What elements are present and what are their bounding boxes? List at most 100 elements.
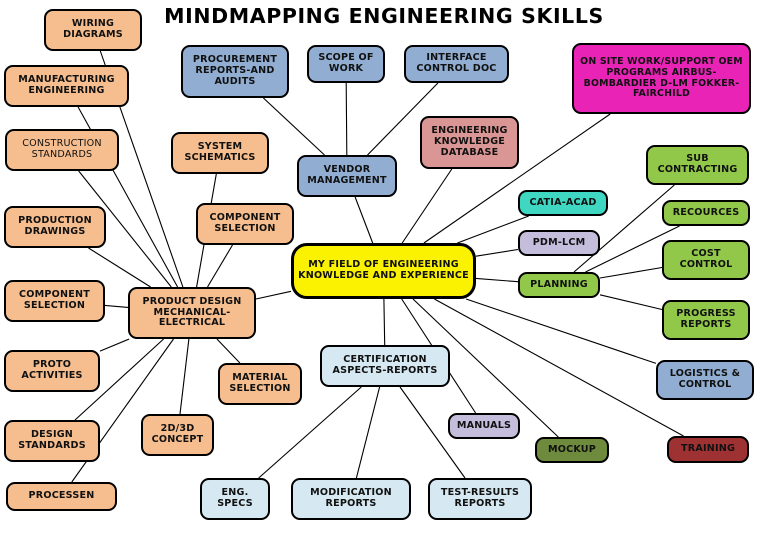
edge-component-selection-mid-to-product-design xyxy=(207,244,233,288)
node-procurement-reports-and-audits[interactable]: PROCUREMENT REPORTS-AND AUDITS xyxy=(181,45,289,98)
node-scope-of-work[interactable]: SCOPE OF WORK xyxy=(307,45,385,83)
node-label: CONSTRUCTION STANDARDS xyxy=(22,138,102,160)
edge-vendor-management-to-center xyxy=(354,196,374,244)
node-label: SYSTEM SCHEMATICS xyxy=(184,141,256,163)
edge-product-design-to-center xyxy=(255,290,292,300)
node-engineering-knowledge-database[interactable]: ENGINEERING KNOWLEDGE DATABASE xyxy=(420,116,519,169)
edge-2d-3d-concept-to-product-design xyxy=(179,338,190,415)
node-planning[interactable]: PLANNING xyxy=(518,272,600,298)
node-manufacturing-engineering[interactable]: MANUFACTURING ENGINEERING xyxy=(4,65,129,107)
edge-test-results-reports-to-certification-aspects-reports xyxy=(399,386,466,479)
node-logistics-control[interactable]: LOGISTICS & CONTROL xyxy=(656,360,754,400)
node-vendor-management[interactable]: VENDOR MANAGEMENT xyxy=(297,155,397,197)
node-label: MANUALS xyxy=(456,419,512,431)
node-label: ENG. SPECS xyxy=(217,487,253,509)
edge-cost-control-to-planning xyxy=(599,266,663,279)
node-label: PRODUCT DESIGN MECHANICAL- ELECTRICAL xyxy=(142,295,242,329)
node-label: INTERFACE CONTROL DOC xyxy=(416,52,497,74)
node-mockup[interactable]: MOCKUP xyxy=(535,437,609,463)
node-label: CATIA-ACAD xyxy=(529,196,597,208)
node-label: COMPONENT SELECTION xyxy=(209,212,281,234)
edge-certification-aspects-reports-to-center xyxy=(383,298,386,346)
node-label: LOGISTICS & CONTROL xyxy=(669,368,741,390)
node-training[interactable]: TRAINING xyxy=(667,436,749,463)
page-title: MINDMAPPING ENGINEERING SKILLS xyxy=(164,4,604,28)
node-wiring-diagrams[interactable]: WIRING DIAGRAMS xyxy=(44,9,142,51)
node-label: MODIFICATION REPORTS xyxy=(310,487,392,509)
node-component-selection-mid[interactable]: COMPONENT SELECTION xyxy=(196,203,294,245)
node-test-results-reports[interactable]: TEST-RESULTS REPORTS xyxy=(428,478,532,520)
node-label: PROTO ACTIVITIES xyxy=(21,359,83,381)
node-label: SCOPE OF WORK xyxy=(318,52,374,74)
node-2d-3d-concept[interactable]: 2D/3D CONCEPT xyxy=(141,414,214,456)
node-production-drawings[interactable]: PRODUCTION DRAWINGS xyxy=(4,206,106,248)
edge-proto-activities-to-product-design xyxy=(99,338,130,352)
edge-eng-specs-to-certification-aspects-reports xyxy=(258,386,362,479)
node-label: TEST-RESULTS REPORTS xyxy=(440,487,520,509)
edge-pdm-lcm-to-center xyxy=(475,248,519,257)
node-label: RECOURCES xyxy=(672,206,740,218)
node-label: ENGINEERING KNOWLEDGE DATABASE xyxy=(431,125,508,158)
node-label: VENDOR MANAGEMENT xyxy=(307,164,387,186)
node-label: COST CONTROL xyxy=(679,248,733,270)
node-interface-control-doc[interactable]: INTERFACE CONTROL DOC xyxy=(404,45,509,83)
edge-production-drawings-to-product-design xyxy=(88,247,151,288)
node-product-design[interactable]: PRODUCT DESIGN MECHANICAL- ELECTRICAL xyxy=(128,287,256,339)
edge-material-selection-to-product-design xyxy=(216,338,241,364)
node-cost-control[interactable]: COST CONTROL xyxy=(662,240,750,280)
node-progress-reports[interactable]: PROGRESS REPORTS xyxy=(662,300,750,340)
edge-modification-reports-to-certification-aspects-reports xyxy=(355,386,381,479)
node-label: MY FIELD OF ENGINEERING KNOWLEDGE AND EX… xyxy=(298,259,469,281)
node-sub-contracting[interactable]: SUB CONTRACTING xyxy=(646,145,749,185)
node-modification-reports[interactable]: MODIFICATION REPORTS xyxy=(291,478,411,520)
edge-progress-reports-to-planning xyxy=(599,294,663,311)
node-label: WIRING DIAGRAMS xyxy=(63,18,123,40)
node-label: TRAINING xyxy=(680,443,736,455)
node-processen[interactable]: PROCESSEN xyxy=(6,482,117,511)
node-label: PROCUREMENT REPORTS-AND AUDITS xyxy=(192,54,278,87)
node-component-selection-left[interactable]: COMPONENT SELECTION xyxy=(4,280,105,322)
node-design-standards[interactable]: DESIGN STANDARDS xyxy=(4,420,100,462)
node-material-selection[interactable]: MATERIAL SELECTION xyxy=(218,363,302,405)
edge-recources-to-planning xyxy=(585,225,680,273)
node-label: PRODUCTION DRAWINGS xyxy=(18,215,92,237)
edge-engineering-knowledge-database-to-center xyxy=(401,168,453,244)
node-label: DESIGN STANDARDS xyxy=(18,429,86,451)
edge-planning-to-center xyxy=(475,277,519,283)
node-recources[interactable]: RECOURCES xyxy=(662,200,750,226)
edge-on-site-work-support-to-center xyxy=(423,113,611,244)
node-construction-standards[interactable]: CONSTRUCTION STANDARDS xyxy=(5,129,119,171)
node-center[interactable]: MY FIELD OF ENGINEERING KNOWLEDGE AND EX… xyxy=(291,243,476,299)
node-manuals[interactable]: MANUALS xyxy=(448,413,520,439)
node-label: PLANNING xyxy=(530,278,588,290)
node-proto-activities[interactable]: PROTO ACTIVITIES xyxy=(4,350,100,392)
edge-catia-acad-to-center xyxy=(457,215,529,244)
node-label: CERTIFICATION ASPECTS-REPORTS xyxy=(332,354,438,376)
edge-training-to-center xyxy=(434,298,684,437)
node-catia-acad[interactable]: CATIA-ACAD xyxy=(518,190,608,216)
node-eng-specs[interactable]: ENG. SPECS xyxy=(200,478,270,520)
node-label: SUB CONTRACTING xyxy=(657,153,738,175)
node-label: PROGRESS REPORTS xyxy=(676,308,736,330)
edge-component-selection-left-to-product-design xyxy=(104,304,129,308)
node-system-schematics[interactable]: SYSTEM SCHEMATICS xyxy=(171,132,269,174)
node-label: MOCKUP xyxy=(547,443,597,455)
node-label: COMPONENT SELECTION xyxy=(19,289,90,311)
node-label: MANUFACTURING ENGINEERING xyxy=(18,74,115,96)
edge-scope-of-work-to-vendor-management xyxy=(345,82,348,156)
node-on-site-work-support[interactable]: ON SITE WORK/SUPPORT OEM PROGRAMS AIRBUS… xyxy=(572,43,751,114)
edge-construction-standards-to-product-design xyxy=(78,170,172,288)
node-label: MATERIAL SELECTION xyxy=(229,372,291,394)
edge-sub-contracting-to-planning xyxy=(573,184,675,273)
node-pdm-lcm[interactable]: PDM-LCM xyxy=(518,230,600,256)
edge-procurement-reports-and-audits-to-vendor-management xyxy=(263,97,325,156)
edge-interface-control-doc-to-vendor-management xyxy=(367,82,439,156)
edge-design-standards-to-product-design xyxy=(74,338,164,421)
node-label: PDM-LCM xyxy=(532,236,586,248)
node-label: ON SITE WORK/SUPPORT OEM PROGRAMS AIRBUS… xyxy=(580,56,743,100)
node-label: PROCESSEN xyxy=(28,490,95,502)
node-label: 2D/3D CONCEPT xyxy=(151,423,204,445)
node-certification-aspects-reports[interactable]: CERTIFICATION ASPECTS-REPORTS xyxy=(320,345,450,387)
